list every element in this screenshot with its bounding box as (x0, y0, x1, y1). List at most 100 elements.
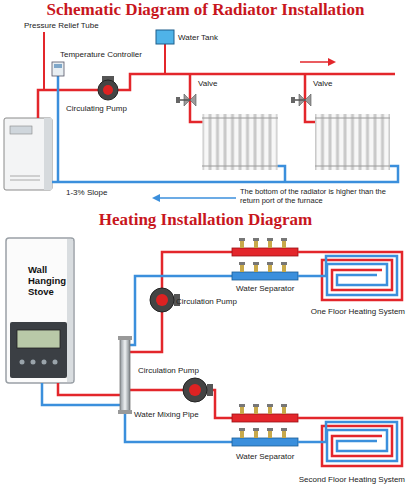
floor-coil (298, 418, 402, 466)
manifold (232, 238, 298, 446)
part-label: Valve (198, 79, 217, 88)
stove-label: Wall Hanging Stove (28, 264, 71, 297)
mixing-pipe (118, 410, 132, 414)
radiator (315, 114, 390, 170)
manifold (240, 240, 244, 248)
manifold (281, 428, 287, 431)
manifold (282, 430, 286, 438)
manifold (239, 238, 245, 241)
manifold (282, 240, 286, 248)
wall-stove (6, 238, 74, 383)
stove-body: Wall Hanging Stove (6, 238, 74, 320)
floor-boiler (4, 118, 52, 190)
wall-stove (6, 238, 74, 383)
part-label: Circulating Pump (66, 104, 127, 113)
return-pipe (57, 76, 60, 182)
flow-arrow (300, 61, 334, 63)
pump-symbol (150, 288, 174, 312)
manifold (240, 264, 244, 272)
wall-stove (53, 360, 58, 365)
flow-arrow (154, 197, 236, 199)
manifold (267, 428, 273, 431)
manifold (267, 404, 273, 407)
supply-pipe (162, 252, 232, 288)
radiator (202, 118, 278, 119)
manifold (282, 406, 286, 414)
supply-pipe (130, 389, 183, 392)
return-pipe (52, 76, 398, 182)
manifold (254, 430, 258, 438)
mixing-pipe (118, 336, 132, 340)
floor-coil (298, 422, 397, 461)
manifold (267, 262, 273, 265)
part-label: Valve (313, 79, 332, 88)
part-label: Water Tank (178, 33, 218, 42)
valve-symbol (291, 97, 295, 103)
manifold (282, 264, 286, 272)
part-label: Water Separator (236, 284, 294, 293)
radiator (202, 114, 390, 170)
return-pipe (278, 166, 286, 182)
manifold (239, 428, 245, 431)
manifold (267, 238, 273, 241)
floor-coil (298, 252, 402, 466)
manifold (268, 406, 272, 414)
manifold (281, 238, 287, 241)
manifold (281, 404, 287, 407)
return-pipe (42, 383, 120, 405)
pump-symbol (183, 378, 207, 402)
pump-symbol (189, 384, 201, 396)
supply-pipe (164, 44, 166, 74)
supply-pipe (118, 74, 395, 90)
floor-boiler (10, 176, 40, 177)
manifold (240, 406, 244, 414)
manifold (239, 404, 245, 407)
floor-boiler (10, 126, 32, 134)
manifold (254, 264, 258, 272)
part-label: Water Mixing Pipe (134, 410, 199, 419)
wall-stove (31, 360, 36, 365)
mixing-pipe (118, 336, 132, 414)
part-label: 1-3% Slope (66, 188, 107, 197)
part-label: Circulation Pump (138, 366, 199, 375)
wall-stove (42, 360, 47, 365)
manifold (232, 438, 298, 446)
manifold (253, 238, 259, 241)
pump-symbol (207, 384, 213, 396)
manifold (240, 430, 244, 438)
water-tank (156, 30, 174, 44)
flow-arrow (154, 62, 334, 198)
manifold (253, 262, 259, 265)
pump-symbol (98, 76, 118, 100)
manifold (268, 240, 272, 248)
pump-symbol (103, 85, 113, 95)
radiator (315, 118, 390, 119)
manifold (232, 272, 298, 280)
supply-pipe (58, 252, 232, 418)
valve-symbol (180, 99, 190, 101)
valve-symbol (176, 94, 311, 106)
part-label: Second Floor Heating System (290, 475, 405, 484)
manifold (239, 262, 245, 265)
section-title: Heating Installation Diagram (0, 210, 411, 230)
floor-boiler (10, 180, 40, 181)
manifold (254, 406, 258, 414)
manifold (232, 248, 298, 256)
manifold (281, 262, 287, 265)
radiator (203, 114, 278, 170)
valve-symbol (295, 99, 305, 101)
floor-boiler (4, 118, 52, 190)
return-pipe (130, 276, 232, 345)
mixing-pipe (120, 338, 130, 412)
part-label: Pressure Relief Tube (24, 21, 99, 30)
temperature-controller (52, 62, 64, 76)
wall-stove (20, 360, 25, 365)
wall-stove (10, 322, 67, 378)
diagram-title: Schematic Diagram of Radiator Installati… (0, 0, 411, 20)
manifold (268, 430, 272, 438)
wall-stove (67, 239, 73, 382)
temperature-controller (52, 62, 64, 76)
supply-pipe (58, 383, 120, 395)
